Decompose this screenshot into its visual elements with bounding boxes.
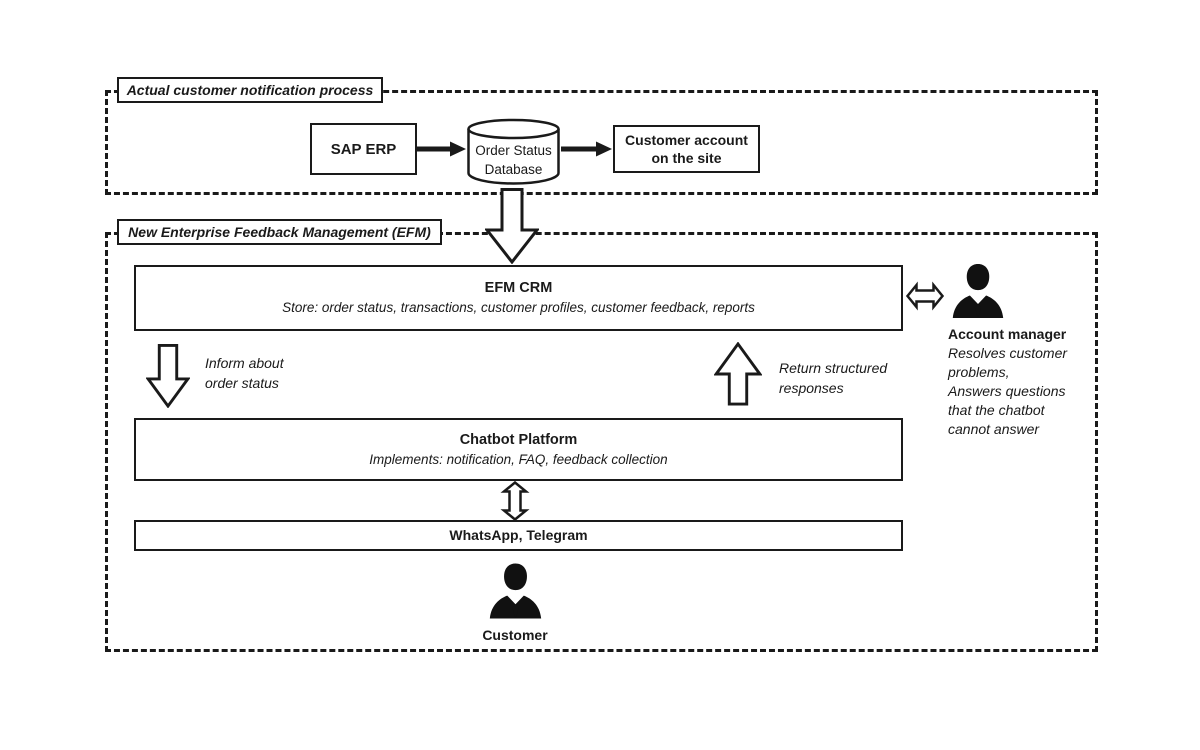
account-manager-line5: cannot answer [948, 421, 1040, 437]
arrow-sap-to-db-icon [417, 140, 467, 158]
database-label-line1: Order Status [475, 143, 552, 158]
sap-erp-box: SAP ERP [310, 123, 417, 175]
top-section-title-text: Actual customer notification process [126, 82, 374, 98]
return-line1: Return structured [779, 360, 888, 376]
customer-icon [488, 560, 543, 622]
account-manager-title: Account manager [948, 326, 1067, 342]
up-down-arrow-chatbot-messengers-icon [500, 481, 530, 521]
down-block-arrow-db-to-crm-icon [485, 188, 539, 264]
top-process-section [105, 90, 1098, 195]
customer-account-line2: on the site [651, 150, 722, 166]
sap-erp-label: SAP ERP [330, 140, 397, 158]
account-manager-line1: Resolves customer [948, 345, 1068, 361]
efm-crm-subtitle: Store: order status, transactions, custo… [282, 300, 755, 315]
inform-line1: Inform about [205, 355, 284, 371]
database-cylinder-icon [467, 118, 560, 185]
inform-line2: order status [205, 374, 279, 391]
left-right-arrow-crm-manager-icon [906, 281, 944, 311]
up-block-arrow-return-icon [714, 342, 762, 406]
account-manager-text: Account manager Resolves customer proble… [948, 325, 1108, 439]
database-label-line2: Database [484, 161, 543, 177]
efm-crm-title: EFM CRM [484, 280, 553, 296]
chatbot-subtitle: Implements: notification, FAQ, feedback … [369, 451, 668, 467]
customer-account-line1: Customer account [625, 131, 748, 148]
customer-label: Customer [482, 627, 548, 643]
efm-section-title-text: New Enterprise Feedback Management (EFM) [128, 224, 431, 240]
account-manager-line4: that the chatbot [948, 402, 1045, 418]
database-label: Order Status Database [466, 142, 561, 179]
account-manager-line3: Answers questions [948, 383, 1066, 399]
top-section-title: Actual customer notification process [117, 77, 383, 103]
messengers-box: WhatsApp, Telegram [134, 520, 903, 551]
customer-account-box: Customer account on the site [613, 125, 760, 173]
order-status-database: Order Status Database [466, 118, 561, 186]
down-block-arrow-inform-icon [146, 344, 190, 408]
efm-section [105, 232, 1098, 652]
inform-annotation: Inform about order status [205, 354, 284, 393]
return-line2: responses [779, 379, 844, 396]
messengers-label: WhatsApp, Telegram [449, 527, 588, 543]
arrow-db-to-account-icon [561, 140, 613, 158]
account-manager-line2: problems, [948, 364, 1010, 380]
account-manager-icon [951, 261, 1005, 321]
chatbot-platform-box: Chatbot Platform Implements: notificatio… [134, 418, 903, 481]
efm-crm-box: EFM CRM Store: order status, transaction… [134, 265, 903, 331]
chatbot-title: Chatbot Platform [459, 431, 578, 448]
return-annotation: Return structured responses [779, 359, 887, 398]
efm-section-title: New Enterprise Feedback Management (EFM) [117, 219, 442, 245]
